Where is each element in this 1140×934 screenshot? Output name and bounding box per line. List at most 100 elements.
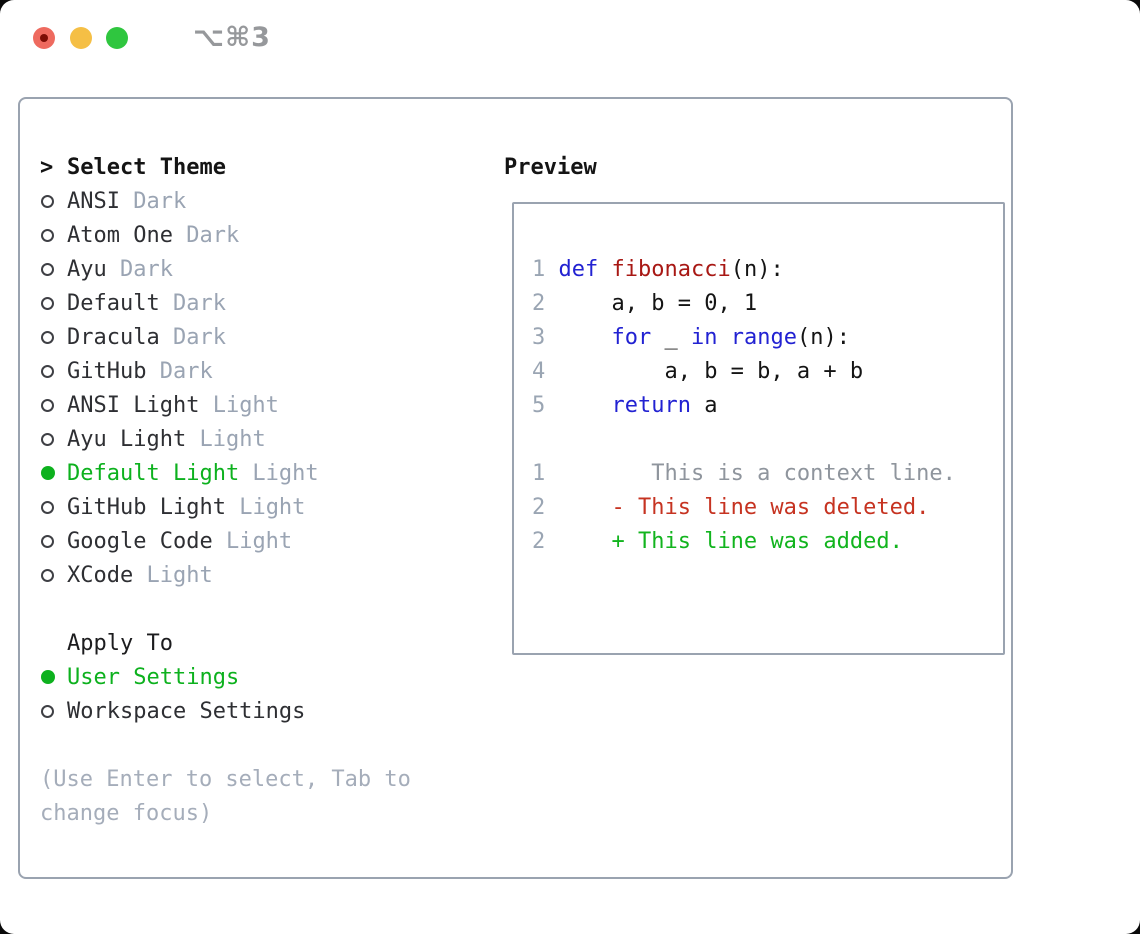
radio-icon [40,432,67,446]
radio-ring-icon [41,398,54,412]
minimize-button[interactable] [70,27,92,49]
line-number: 2 [532,528,559,554]
radio-ring-icon [41,296,54,310]
option-variant: Light [186,426,266,452]
theme-option[interactable]: XCode Light [40,558,480,592]
prompt-caret: > [40,154,54,180]
option-label: Ayu [67,256,107,282]
code-segment: range [730,324,797,350]
close-button[interactable] [33,27,55,49]
theme-option[interactable]: ANSI Light Light [40,388,480,422]
code-segment: def [558,256,599,282]
apply-to-title: Apply To [67,630,173,656]
option-variant: Dark [159,290,226,316]
code-line: 5 return a [532,388,1003,422]
radio-ring-icon [41,432,54,446]
radio-ring-icon [41,704,54,718]
apply-to-header: Apply To [40,626,480,660]
radio-ring-icon [41,194,54,208]
window-titlebar: ⌥⌘3 [0,0,1140,70]
radio-dot-icon [41,670,55,684]
select-theme-title: Select Theme [67,154,226,180]
theme-option[interactable]: Ayu Light Light [40,422,480,456]
help-text: (Use Enter to select, Tab to change focus… [40,762,480,830]
radio-icon [40,704,67,718]
option-variant: Light [225,494,306,520]
radio-icon [40,398,67,412]
option-label: Ayu Light [67,426,187,452]
option-label: Default Light [67,460,240,486]
option-variant: Light [133,562,213,588]
code-segment: a, b = b, a + b [558,358,864,384]
option-variant: Dark [106,256,173,282]
option-label: Workspace Settings [67,698,306,724]
option-label: Google Code [67,528,213,554]
theme-option[interactable]: Ayu Dark [40,252,480,286]
theme-option[interactable]: Dracula Dark [40,320,480,354]
radio-selected-icon [40,466,67,480]
apply-to-option[interactable]: Workspace Settings [40,694,480,728]
code-segment [559,393,612,418]
code-segment [559,325,612,350]
code-segment: in [690,324,718,350]
help-text-line: (Use Enter to select, Tab to [40,766,411,792]
option-variant: Dark [172,222,240,248]
option-label: Atom One [67,222,173,248]
code-line: 1 This is a context line. [532,456,1003,490]
code-segment: (n): [796,324,850,350]
option-variant: Light [199,392,279,418]
maximize-button[interactable] [106,27,128,49]
code-segment: + This line was added. [558,528,903,554]
select-theme-header: > Select Theme [40,150,480,184]
record-dot-icon [40,34,48,42]
apply-to-option[interactable]: User Settings [40,660,480,694]
spacer [40,728,480,762]
radio-icon [40,568,67,582]
option-variant: Light [239,460,319,486]
code-segment: a, b = 0, 1 [558,290,758,316]
radio-ring-icon [41,568,54,582]
radio-ring-icon [41,262,54,276]
line-number: 2 [532,494,559,520]
code-line: 3 for _ in range(n): [532,320,1003,354]
option-label: GitHub [67,358,147,384]
window-title: ⌥⌘3 [193,22,271,53]
theme-option[interactable]: ANSI Dark [40,184,480,218]
radio-ring-icon [41,534,54,548]
option-label: Default [67,290,160,316]
radio-icon [40,534,67,548]
line-number: 1 [532,460,559,486]
code-segment: fibonacci [611,256,731,282]
theme-option[interactable]: Atom One Dark [40,218,480,252]
spacer [40,592,480,626]
radio-ring-icon [41,228,54,242]
code-line: 2 a, b = 0, 1 [532,286,1003,320]
option-variant: Dark [146,358,213,384]
radio-icon [40,296,67,310]
radio-icon [40,194,67,208]
option-label: ANSI [67,188,120,214]
radio-icon [40,330,67,344]
radio-ring-icon [41,500,54,514]
theme-option[interactable]: Default Dark [40,286,480,320]
line-number: 1 [532,256,559,282]
line-number: 2 [532,290,559,316]
theme-option[interactable]: GitHub Dark [40,354,480,388]
option-label: User Settings [67,664,240,690]
theme-option[interactable]: Google Code Light [40,524,480,558]
code-segment: for [611,324,652,350]
theme-option[interactable]: Default Light Light [40,456,480,490]
code-segment: This is a context line. [558,460,956,486]
help-text-line: change focus) [40,800,213,826]
option-variant: Light [212,528,293,554]
code-segment: return [611,392,691,418]
option-label: Dracula [67,324,160,350]
code-segment: (n): [730,256,784,282]
line-number: 4 [532,358,559,384]
theme-option[interactable]: GitHub Light Light [40,490,480,524]
radio-dot-icon [41,466,55,480]
